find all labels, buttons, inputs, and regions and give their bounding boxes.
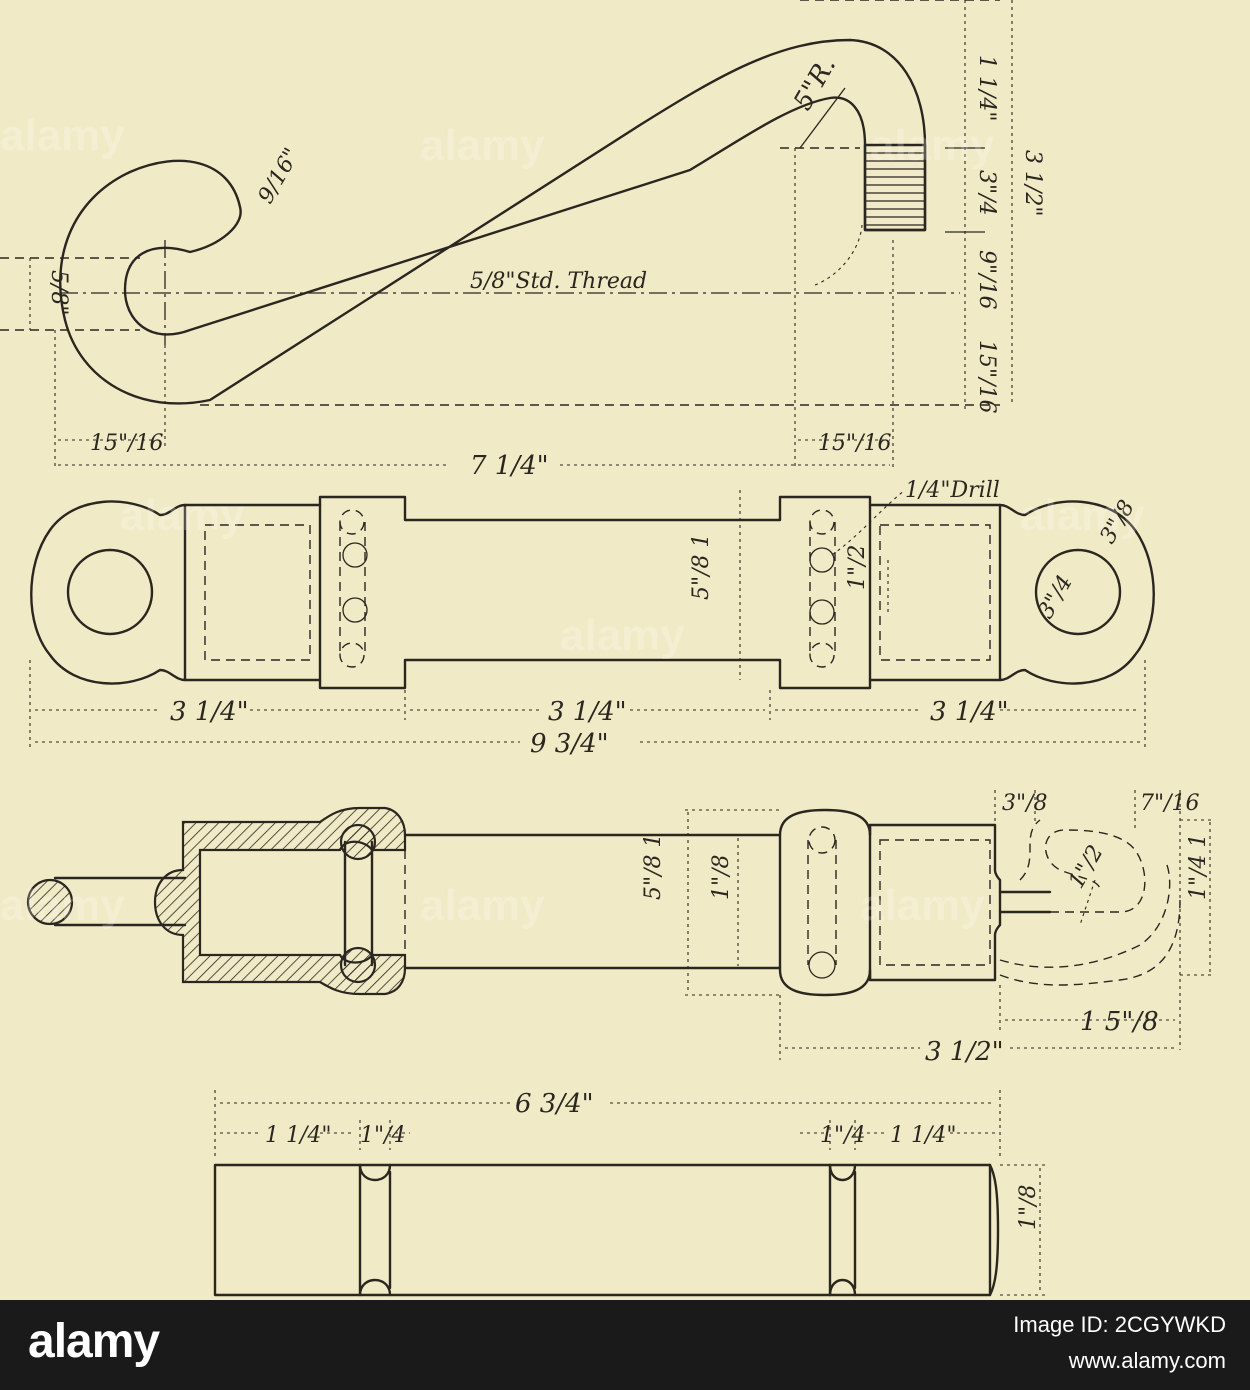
hook-shank-dia: 9/16" xyxy=(254,144,305,208)
elev-length: 3 1/2" xyxy=(925,1037,1004,1067)
link-plan-hole-spacing: 1"/2 xyxy=(845,544,870,590)
watermark: alamy xyxy=(120,491,245,540)
link-eye-right xyxy=(1034,548,1122,636)
pin-view: 6 3/4" 1 1/4" 1"/4 1"/4 1 1/4" 1"/8 xyxy=(213,1089,1045,1297)
hook-right-dim-4: 15"/16 xyxy=(974,340,999,414)
pin-end-left: 1 1/4" xyxy=(265,1123,332,1148)
watermark: alamy xyxy=(0,881,125,930)
elev-pin-dia: 1"/2 xyxy=(1064,841,1108,893)
hook-view: 5"R. 5/8"Std. Thread 9/16" 5/8" 15"/16 1… xyxy=(0,0,1045,481)
hook-eye-offset: 15"/16 xyxy=(90,431,164,456)
link-plan-seg-3: 3 1/4" xyxy=(930,697,1009,727)
site-url-label: www.alamy.com xyxy=(1068,1348,1226,1373)
link-plan-seg-2: 3 1/4" xyxy=(548,697,627,727)
link-plan-eye-dia: 3"/4 xyxy=(1034,571,1078,623)
hook-right-dim-2: 3"/4 xyxy=(974,170,999,216)
link-plan-overall: 9 3/4" xyxy=(530,729,609,759)
hook-outline xyxy=(59,38,927,405)
watermark: alamy xyxy=(420,881,545,930)
watermark-layer: alamy alamy alamy alamy alamy alamy alam… xyxy=(0,111,1145,930)
thread-block xyxy=(863,143,927,232)
watermark: alamy xyxy=(870,121,995,170)
elev-outer-height: 5"/8 1 xyxy=(641,833,666,900)
link-plan-width: 5"/8 1 xyxy=(689,533,714,600)
elev-left-gap: 3"/8 xyxy=(1002,791,1048,816)
pin-groove-right: 1"/4 xyxy=(820,1123,866,1148)
hook-overall-length: 7 1/4" xyxy=(470,451,549,481)
drawing-sheet: 5"R. 5/8"Std. Thread 9/16" 5/8" 15"/16 1… xyxy=(0,0,1215,1297)
footer-bar: alamy Image ID: 2CGYWKD www.alamy.com xyxy=(0,1300,1250,1390)
technical-drawing: 5"R. 5/8"Std. Thread 9/16" 5/8" 15"/16 1… xyxy=(0,0,1215,1297)
link-drill-label: 1/4"Drill xyxy=(905,478,1000,503)
pin-groove-left: 1"/4 xyxy=(360,1123,406,1148)
elev-right-gap: 7"/16 xyxy=(1140,791,1200,816)
rod-section xyxy=(26,878,74,926)
link-plan-seg-1: 3 1/4" xyxy=(170,697,249,727)
link-eye-left xyxy=(66,548,154,636)
watermark: alamy xyxy=(860,881,985,930)
hook-eye-dia: 5/8" xyxy=(46,270,71,316)
watermark: alamy xyxy=(420,121,545,170)
hook-right-dim-3: 9"/16 xyxy=(974,250,999,310)
hook-tip-offset: 15"/16 xyxy=(818,431,892,456)
pin-outline xyxy=(213,1163,1000,1297)
pin-dia: 1"/8 xyxy=(1016,1184,1041,1230)
watermark: alamy xyxy=(560,611,685,660)
hook-right-dim-5: 3 1/2" xyxy=(1020,150,1045,217)
elev-inner-height: 1"/8 xyxy=(709,854,734,900)
alamy-logo: alamy xyxy=(28,1315,160,1368)
hook-right-dim-1: 1 1/4" xyxy=(974,55,999,122)
pin-overall: 6 3/4" xyxy=(515,1089,594,1119)
image-id-label: Image ID: 2CGYWKD xyxy=(1013,1312,1226,1337)
link-plan-view: 1/4"Drill 5"/8 1 1"/2 3"/4 3"/8 3 1/4" 3… xyxy=(29,478,1155,759)
elev-hook-height: 1"/4 1 xyxy=(1186,833,1211,900)
link-elevation-view: 5"/8 1 1"/8 1"/2 1"/4 1 3"/8 7"/16 1 5"/… xyxy=(26,790,1215,1067)
elev-reach: 1 5"/8 xyxy=(1080,1007,1159,1037)
hook-thread-label: 5/8"Std. Thread xyxy=(470,269,647,294)
pin-end-right: 1 1/4" xyxy=(890,1123,957,1148)
watermark: alamy xyxy=(0,111,125,160)
hook-radius-label: 5"R. xyxy=(788,52,842,116)
watermark: alamy xyxy=(1020,491,1145,540)
